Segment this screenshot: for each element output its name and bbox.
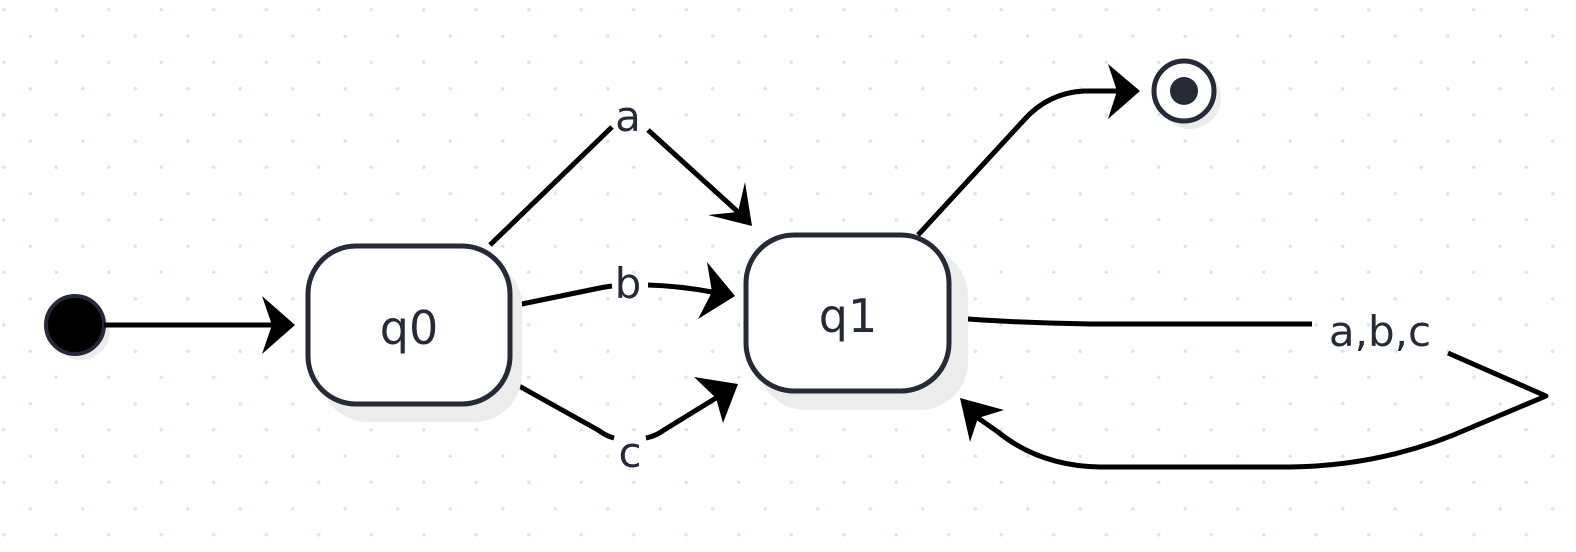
transition-a-line-2 xyxy=(646,128,740,214)
transition-b-line-2 xyxy=(647,282,713,295)
transition-a-label: a xyxy=(615,92,641,141)
end-state-inner-dot xyxy=(1170,77,1198,105)
transition-a-arrowhead xyxy=(708,182,752,226)
transition-a-line-1 xyxy=(488,125,614,247)
transition-c-line-1 xyxy=(508,378,615,441)
transition-a[interactable]: a xyxy=(488,92,752,247)
self-loop-line-2 xyxy=(976,350,1549,470)
end-transition[interactable] xyxy=(916,64,1140,237)
transition-c-line-2 xyxy=(645,395,718,441)
transition-b-arrowhead xyxy=(698,262,735,319)
self-loop-arrowhead xyxy=(960,398,1004,442)
state-q0[interactable]: q0 xyxy=(305,243,522,422)
state-q0-box xyxy=(305,243,513,407)
start-state[interactable] xyxy=(44,294,110,360)
start-transition-arrowhead xyxy=(262,296,295,354)
end-transition-line xyxy=(916,88,1118,237)
start-state-dot xyxy=(44,294,106,356)
state-q1-box xyxy=(743,232,952,394)
end-state[interactable] xyxy=(1151,58,1221,129)
transition-c-label: c xyxy=(618,428,641,477)
self-loop-line-1 xyxy=(952,315,1312,327)
state-q1[interactable]: q1 xyxy=(743,232,968,410)
transition-self-loop-q1[interactable]: a,b,c xyxy=(952,307,1549,470)
transition-b[interactable]: b xyxy=(511,259,735,319)
end-transition-arrowhead xyxy=(1108,64,1140,119)
transition-c[interactable]: c xyxy=(508,377,738,477)
transition-c-arrowhead xyxy=(694,377,738,423)
state-q1-label: q1 xyxy=(819,289,877,343)
self-loop-label: a,b,c xyxy=(1329,307,1431,356)
start-transition[interactable] xyxy=(104,296,295,354)
transition-b-line-1 xyxy=(511,283,613,309)
transition-b-label: b xyxy=(615,259,642,308)
state-q0-label: q0 xyxy=(380,301,438,355)
